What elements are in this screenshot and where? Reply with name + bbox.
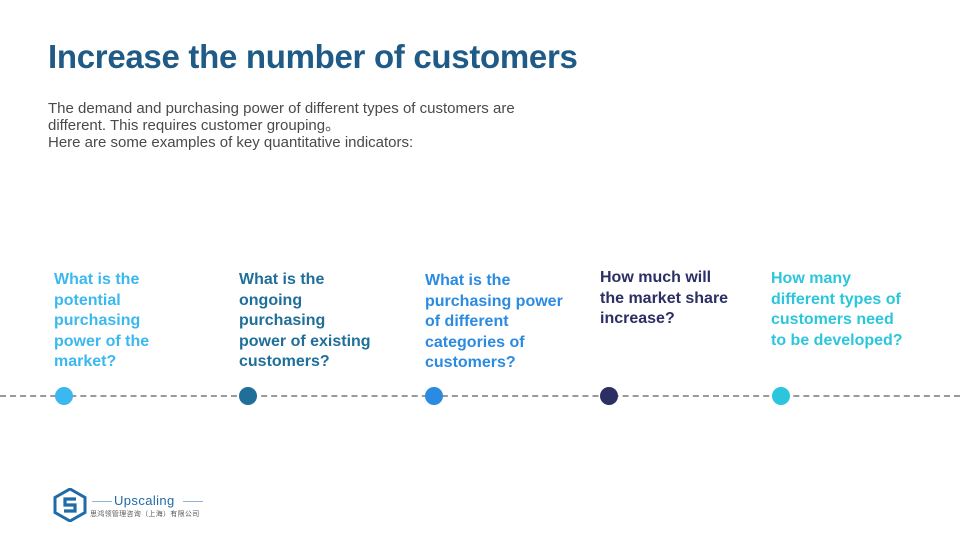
intro-line: Here are some examples of key quantitati…	[48, 134, 414, 151]
upscaling-logo-icon	[53, 488, 87, 522]
timeline-dot-5	[772, 387, 790, 405]
slide-title: Increase the number of customers	[48, 38, 578, 75]
logo-rule-right	[183, 501, 203, 502]
timeline-dot-1	[55, 387, 73, 405]
timeline-dot-4	[600, 387, 618, 405]
timeline-dot-2	[239, 387, 257, 405]
logo-subtitle: 思鸿领管理咨询（上海）有限公司	[90, 511, 200, 518]
intro-line: different. This requires customer groupi…	[48, 117, 341, 134]
logo-name: Upscaling	[114, 493, 175, 508]
intro-text: The demand and purchasing power of diffe…	[48, 100, 568, 151]
timeline-dot-3	[425, 387, 443, 405]
timeline-dashed-line	[0, 395, 960, 397]
logo-rule-left	[92, 501, 112, 502]
intro-line: The demand and purchasing power of diffe…	[48, 100, 515, 117]
company-logo: Upscaling 思鸿领管理咨询（上海）有限公司	[52, 488, 222, 524]
